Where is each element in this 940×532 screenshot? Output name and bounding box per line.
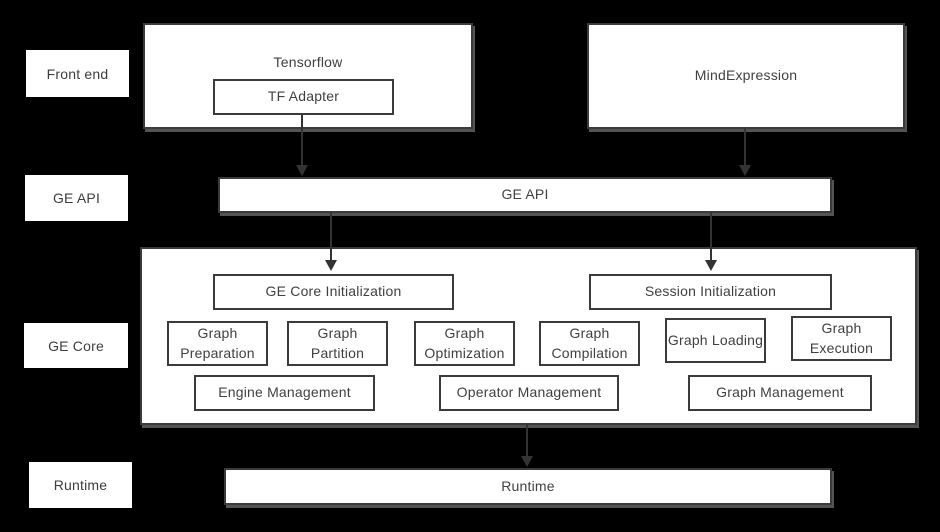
arrow-down-icon (325, 260, 337, 271)
arrow-shaft (526, 425, 528, 456)
ge-api-bar: GE API (218, 177, 832, 213)
side-label-ge-core: GE Core (24, 323, 128, 368)
side-label-front-end: Front end (26, 50, 129, 97)
side-label-runtime: Runtime (29, 462, 132, 508)
side-label-ge-api: GE API (25, 175, 128, 221)
arrow-down-icon (521, 456, 533, 467)
graph-execution-box: Graph Execution (791, 316, 892, 361)
arrow-mindexpression-to-ge-api (739, 129, 751, 176)
arrow-shaft (301, 115, 303, 165)
arrow-shaft (330, 213, 332, 260)
graph-partition-box: Graph Partition (287, 321, 388, 366)
graph-loading-box: Graph Loading (665, 318, 766, 363)
arrow-ge-api-to-ge-core-initialization (325, 213, 337, 271)
operator-management-box: Operator Management (439, 375, 619, 411)
session-initialization-box: Session Initialization (589, 274, 832, 310)
graph-compilation-box: Graph Compilation (539, 321, 640, 366)
runtime-bar: Runtime (224, 468, 832, 505)
arrow-ge-core-to-runtime (521, 425, 533, 467)
tensorflow-box: Tensorflow TF Adapter (143, 23, 473, 129)
arrow-down-icon (705, 260, 717, 271)
engine-management-box: Engine Management (194, 375, 375, 411)
arrow-tf-adapter-to-ge-api (296, 115, 308, 176)
arrow-down-icon (296, 165, 308, 176)
graph-preparation-box: Graph Preparation (167, 321, 268, 366)
graph-optimization-box: Graph Optimization (414, 321, 515, 366)
tensorflow-label: Tensorflow (273, 54, 343, 70)
ge-core-box: GE Core Initialization Session Initializ… (140, 247, 917, 425)
ge-core-initialization-box: GE Core Initialization (213, 274, 454, 310)
arrow-ge-api-to-session-initialization (705, 213, 717, 271)
mindexpression-box: MindExpression (587, 23, 905, 129)
tf-adapter-box: TF Adapter (213, 79, 394, 115)
arrow-shaft (710, 213, 712, 260)
graph-management-box: Graph Management (688, 375, 872, 411)
arrow-down-icon (739, 165, 751, 176)
arrow-shaft (744, 129, 746, 165)
